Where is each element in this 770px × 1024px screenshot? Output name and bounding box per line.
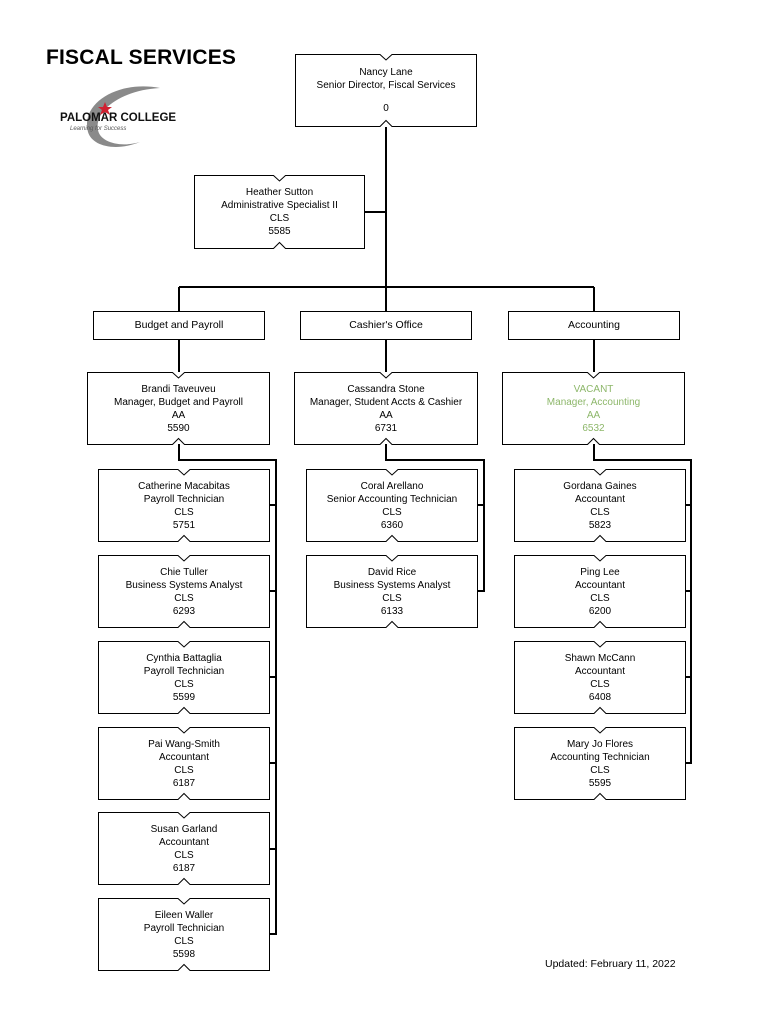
staff-box: Ping Lee Accountant CLS 6200: [514, 555, 686, 628]
dept-cashiers-office: Cashier's Office: [300, 311, 472, 340]
staff-class: CLS: [590, 506, 610, 518]
staff-class: CLS: [174, 592, 194, 604]
dept-label: Cashier's Office: [349, 319, 423, 331]
staff-class: CLS: [174, 764, 194, 776]
staff-title: Accountant: [158, 836, 210, 848]
staff-name: Susan Garland: [150, 823, 218, 835]
manager-title: Manager, Accounting: [546, 396, 641, 408]
manager-number: 6731: [374, 422, 398, 434]
staff-box: Chie Tuller Business Systems Analyst CLS…: [98, 555, 270, 628]
manager-box-vacant: VACANT Manager, Accounting AA 6532: [502, 372, 685, 445]
staff-number: 5599: [172, 691, 196, 703]
staff-title: Accountant: [574, 579, 626, 591]
manager-class: AA: [379, 409, 393, 421]
director-title: Senior Director, Fiscal Services: [316, 80, 456, 91]
manager-box: Cassandra Stone Manager, Student Accts &…: [294, 372, 478, 445]
manager-title: Manager, Student Accts & Cashier: [309, 396, 463, 408]
staff-class: CLS: [174, 849, 194, 861]
staff-box: Susan Garland Accountant CLS 6187: [98, 812, 270, 885]
staff-title: Accountant: [574, 493, 626, 505]
manager-name: VACANT: [573, 383, 614, 395]
staff-name: David Rice: [367, 566, 417, 578]
staff-title: Payroll Technician: [143, 665, 225, 677]
staff-name: Shawn McCann: [564, 652, 636, 664]
manager-name: Brandi Taveuveu: [141, 383, 216, 395]
staff-box: Gordana Gaines Accountant CLS 5823: [514, 469, 686, 542]
logo-tagline: Learning for Success: [70, 126, 127, 132]
page-title: FISCAL SERVICES: [46, 46, 237, 69]
staff-class: CLS: [382, 592, 402, 604]
staff-name: Chie Tuller: [160, 566, 208, 578]
staff-box: David Rice Business Systems Analyst CLS …: [306, 555, 478, 628]
staff-number: 5751: [172, 519, 196, 531]
staff-name: Mary Jo Flores: [566, 738, 634, 750]
staff-title: Business Systems Analyst: [333, 579, 451, 591]
assistant-box: Heather Sutton Administrative Specialist…: [194, 175, 365, 249]
staff-title: Business Systems Analyst: [125, 579, 243, 591]
staff-number: 6133: [380, 605, 404, 617]
staff-class: CLS: [590, 592, 610, 604]
assistant-number: 5585: [268, 226, 291, 237]
staff-class: CLS: [382, 506, 402, 518]
staff-number: 6187: [172, 862, 196, 874]
staff-box: Catherine Macabitas Payroll Technician C…: [98, 469, 270, 542]
staff-number: 5598: [172, 948, 196, 960]
director-name: Nancy Lane: [359, 67, 413, 78]
palomar-college-logo: PALOMAR COLLEGE Learning for Success: [60, 82, 190, 154]
staff-name: Catherine Macabitas: [138, 480, 230, 492]
staff-name: Coral Arellano: [360, 480, 424, 492]
staff-class: CLS: [174, 935, 194, 947]
staff-box: Eileen Waller Payroll Technician CLS 559…: [98, 898, 270, 971]
staff-name: Ping Lee: [580, 566, 620, 578]
dept-label: Accounting: [568, 319, 620, 331]
director-box: Nancy Lane Senior Director, Fiscal Servi…: [295, 54, 477, 127]
staff-box: Coral Arellano Senior Accounting Technic…: [306, 469, 478, 542]
dept-budget-payroll: Budget and Payroll: [93, 311, 265, 340]
logo-name: PALOMAR COLLEGE: [60, 112, 177, 124]
staff-name: Cynthia Battaglia: [146, 652, 222, 664]
staff-name: Eileen Waller: [154, 909, 214, 921]
dept-accounting: Accounting: [508, 311, 680, 340]
staff-name: Pai Wang-Smith: [148, 738, 220, 750]
staff-number: 6408: [588, 691, 612, 703]
director-number: 0: [383, 103, 389, 114]
staff-box: Shawn McCann Accountant CLS 6408: [514, 641, 686, 714]
staff-class: CLS: [174, 678, 194, 690]
staff-number: 5595: [588, 777, 612, 789]
staff-title: Accounting Technician: [550, 751, 650, 763]
staff-title: Payroll Technician: [143, 922, 225, 934]
staff-box: Pai Wang-Smith Accountant CLS 6187: [98, 727, 270, 800]
updated-date: Updated: February 11, 2022: [545, 958, 676, 970]
staff-name: Gordana Gaines: [563, 480, 637, 492]
staff-class: CLS: [174, 506, 194, 518]
manager-class: AA: [586, 409, 601, 421]
staff-number: 6187: [172, 777, 196, 789]
manager-title: Manager, Budget and Payroll: [114, 396, 243, 408]
staff-number: 5823: [588, 519, 612, 531]
manager-box: Brandi Taveuveu Manager, Budget and Payr…: [87, 372, 270, 445]
manager-class: AA: [171, 409, 186, 421]
staff-number: 6360: [380, 519, 404, 531]
manager-number: 6532: [582, 422, 605, 434]
staff-title: Senior Accounting Technician: [326, 493, 458, 505]
assistant-class: CLS: [269, 213, 290, 224]
staff-class: CLS: [590, 764, 610, 776]
staff-box: Mary Jo Flores Accounting Technician CLS…: [514, 727, 686, 800]
manager-name: Cassandra Stone: [347, 383, 425, 395]
logo-swoosh-icon: [86, 86, 160, 147]
assistant-name: Heather Sutton: [245, 187, 314, 198]
staff-box: Cynthia Battaglia Payroll Technician CLS…: [98, 641, 270, 714]
staff-number: 6200: [588, 605, 612, 617]
staff-title: Payroll Technician: [143, 493, 225, 505]
staff-number: 6293: [172, 605, 196, 617]
assistant-title: Administrative Specialist II: [221, 200, 338, 211]
dept-label: Budget and Payroll: [134, 319, 224, 331]
staff-class: CLS: [590, 678, 610, 690]
manager-number: 5590: [167, 422, 190, 434]
staff-title: Accountant: [574, 665, 626, 677]
staff-title: Accountant: [158, 751, 210, 763]
